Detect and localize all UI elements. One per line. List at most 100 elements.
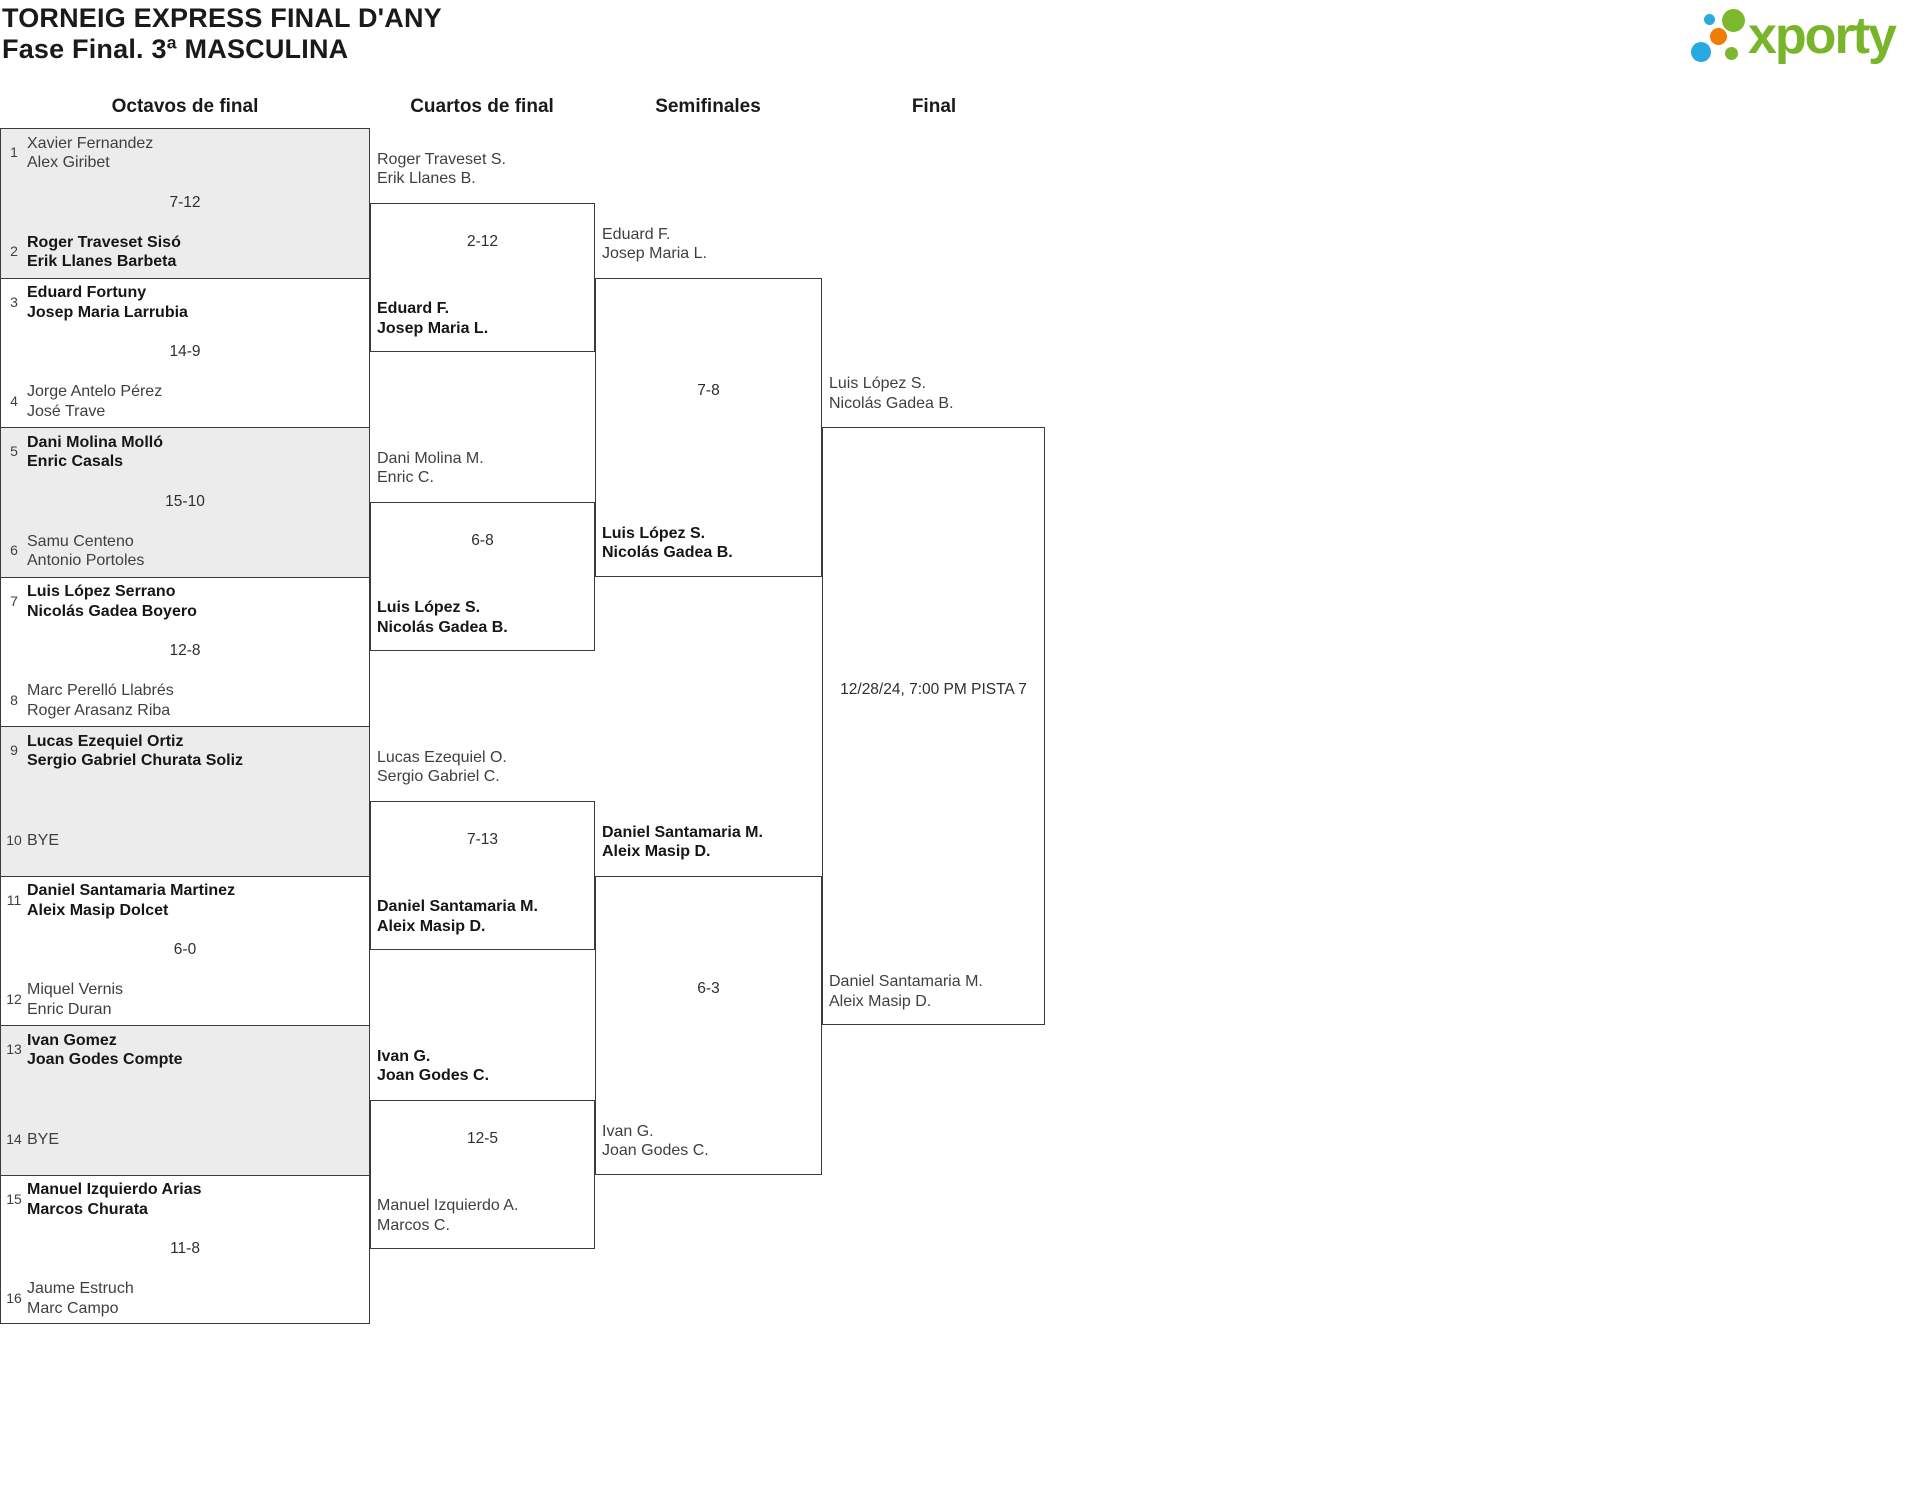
team-name-line: Enric Duran	[27, 1000, 112, 1018]
seed-number: 10	[6, 831, 22, 848]
team-pair: Daniel Santamaria M. Aleix Masip D.	[829, 972, 983, 1011]
r16-match-5	[0, 726, 370, 876]
team-name-line: BYE	[27, 1130, 60, 1148]
team-names: BYE	[27, 831, 59, 851]
team-name-line: Enric C.	[377, 469, 434, 487]
round-header-cuartos: Cuartos de final	[410, 96, 554, 117]
team-name-line: Erik Llanes B.	[377, 170, 476, 188]
match-score: 7-12	[169, 193, 201, 211]
team-name-line: Daniel Santamaria M.	[829, 973, 983, 990]
team-name-line: Ivan G.	[602, 1122, 654, 1140]
logo-dot-blue-small-icon	[1703, 13, 1715, 25]
qf-match-1	[370, 202, 595, 353]
r16-match-2	[0, 277, 370, 427]
team-name-line: Eduard F.	[377, 300, 450, 318]
team-pair: Ivan G.Joan Godes C.	[377, 1047, 489, 1086]
match-score: 12-5	[466, 1129, 499, 1147]
team-name-line: José Trave	[27, 402, 106, 420]
team-name-line: Joan Godes C.	[377, 1067, 490, 1085]
team-name-line: Marc Perelló Llabrés	[27, 682, 174, 699]
team-pair: Luis López S.Nicolás Gadea B.	[829, 374, 954, 413]
team-name-line: Erik Llanes Barbeta	[27, 253, 177, 270]
team-name-line: Eduard Fortuny	[27, 284, 147, 301]
team-name-line: Dani Molina Molló	[27, 433, 163, 451]
team-name-line: Luis López S.	[829, 375, 926, 392]
team-name-line: Lucas Ezequiel Ortiz	[27, 732, 184, 750]
team-names: BYE	[27, 1130, 59, 1150]
seed-number: 9	[10, 742, 18, 759]
team-name-line: Josep Maria Larrubia	[27, 303, 188, 321]
seed-number: 3	[10, 293, 18, 310]
team-name-line: Daniel Santamaria M.	[602, 823, 763, 841]
match-score: 6-0	[173, 941, 197, 959]
team-name-line: Josep Maria L.	[602, 245, 707, 262]
team-pair: 10 BYE	[4, 831, 59, 851]
team-name-line: Luis López S.	[377, 599, 481, 617]
team-name-line: Xavier Fernandez	[27, 134, 154, 152]
team-name-line: Joan Godes Compte	[27, 1051, 183, 1068]
seed-number: 15	[6, 1190, 22, 1207]
team-name-line: Joan Godes C.	[602, 1142, 709, 1159]
team-name-line: Enric Casals	[27, 453, 124, 470]
team-name-line: Jorge Antelo Pérez	[27, 383, 163, 400]
r16-match-7	[0, 1025, 370, 1175]
team-name-line: Luis López S.	[602, 524, 706, 542]
final-match	[822, 427, 1045, 1025]
team-pair: Eduard F.Josep Maria L.	[377, 299, 488, 338]
team-pair: Eduard F.Josep Maria L.	[602, 225, 707, 264]
team-name-line: Manuel Izquierdo A.	[377, 1197, 519, 1215]
team-name-line: Aleix Masip D.	[829, 992, 932, 1010]
logo-wordmark: xporty	[1748, 7, 1897, 65]
team-name-line: Sergio Gabriel Churata Soliz	[27, 752, 244, 769]
qf-match-2	[370, 501, 595, 652]
match-score: 15-10	[165, 492, 205, 510]
team-name-line: Nicolás Gadea B.	[377, 618, 508, 636]
team-pair: Daniel Santamaria M.Aleix Masip D.	[602, 823, 763, 862]
team-pair: Luis López S.Nicolás Gadea B.	[377, 598, 508, 637]
team-name-line: Daniel Santamaria M.	[377, 898, 538, 916]
match-score: 2-12	[466, 232, 499, 250]
team-pair: Lucas Ezequiel O.Sergio Gabriel C.	[377, 748, 507, 787]
team-name-line: Samu Centeno	[27, 532, 134, 550]
logo-dot-orange-icon	[1710, 28, 1727, 45]
team-name-line: Roger Arasanz Riba	[27, 701, 171, 719]
seed-number: 2	[10, 243, 18, 260]
match-score: 11-8	[170, 1240, 200, 1258]
match-info: 12/28/24, 7:00 PM PISTA 7	[840, 681, 1027, 699]
page-title: TORNEIG EXPRESS FINAL D'ANY Fase Final. …	[2, 3, 442, 65]
r16-match-1	[0, 128, 370, 278]
round-header-octavos: Octavos de final	[111, 96, 259, 117]
team-pair: Dani Molina M.Enric C.	[377, 449, 484, 488]
team-name-line: Daniel Santamaria Martinez	[27, 882, 236, 899]
logo-dot-green-large-icon	[1721, 8, 1745, 32]
team-name-line: Lucas Ezequiel O.	[377, 748, 507, 766]
r16-match-3	[0, 427, 370, 577]
match-score: 6-3	[697, 980, 720, 998]
r16-match-6	[0, 875, 370, 1025]
team-name-line: Nicolás Gadea Boyero	[27, 602, 197, 620]
team-name-line: Ivan Gomez	[27, 1031, 117, 1049]
team-name-line: Luis López Serrano	[27, 583, 176, 600]
xporty-logo[interactable]: xporty	[1690, 0, 1918, 74]
round-header-final: Final	[911, 96, 957, 117]
match-score: 7-13	[466, 830, 499, 848]
match-score: 14-9	[169, 343, 201, 361]
